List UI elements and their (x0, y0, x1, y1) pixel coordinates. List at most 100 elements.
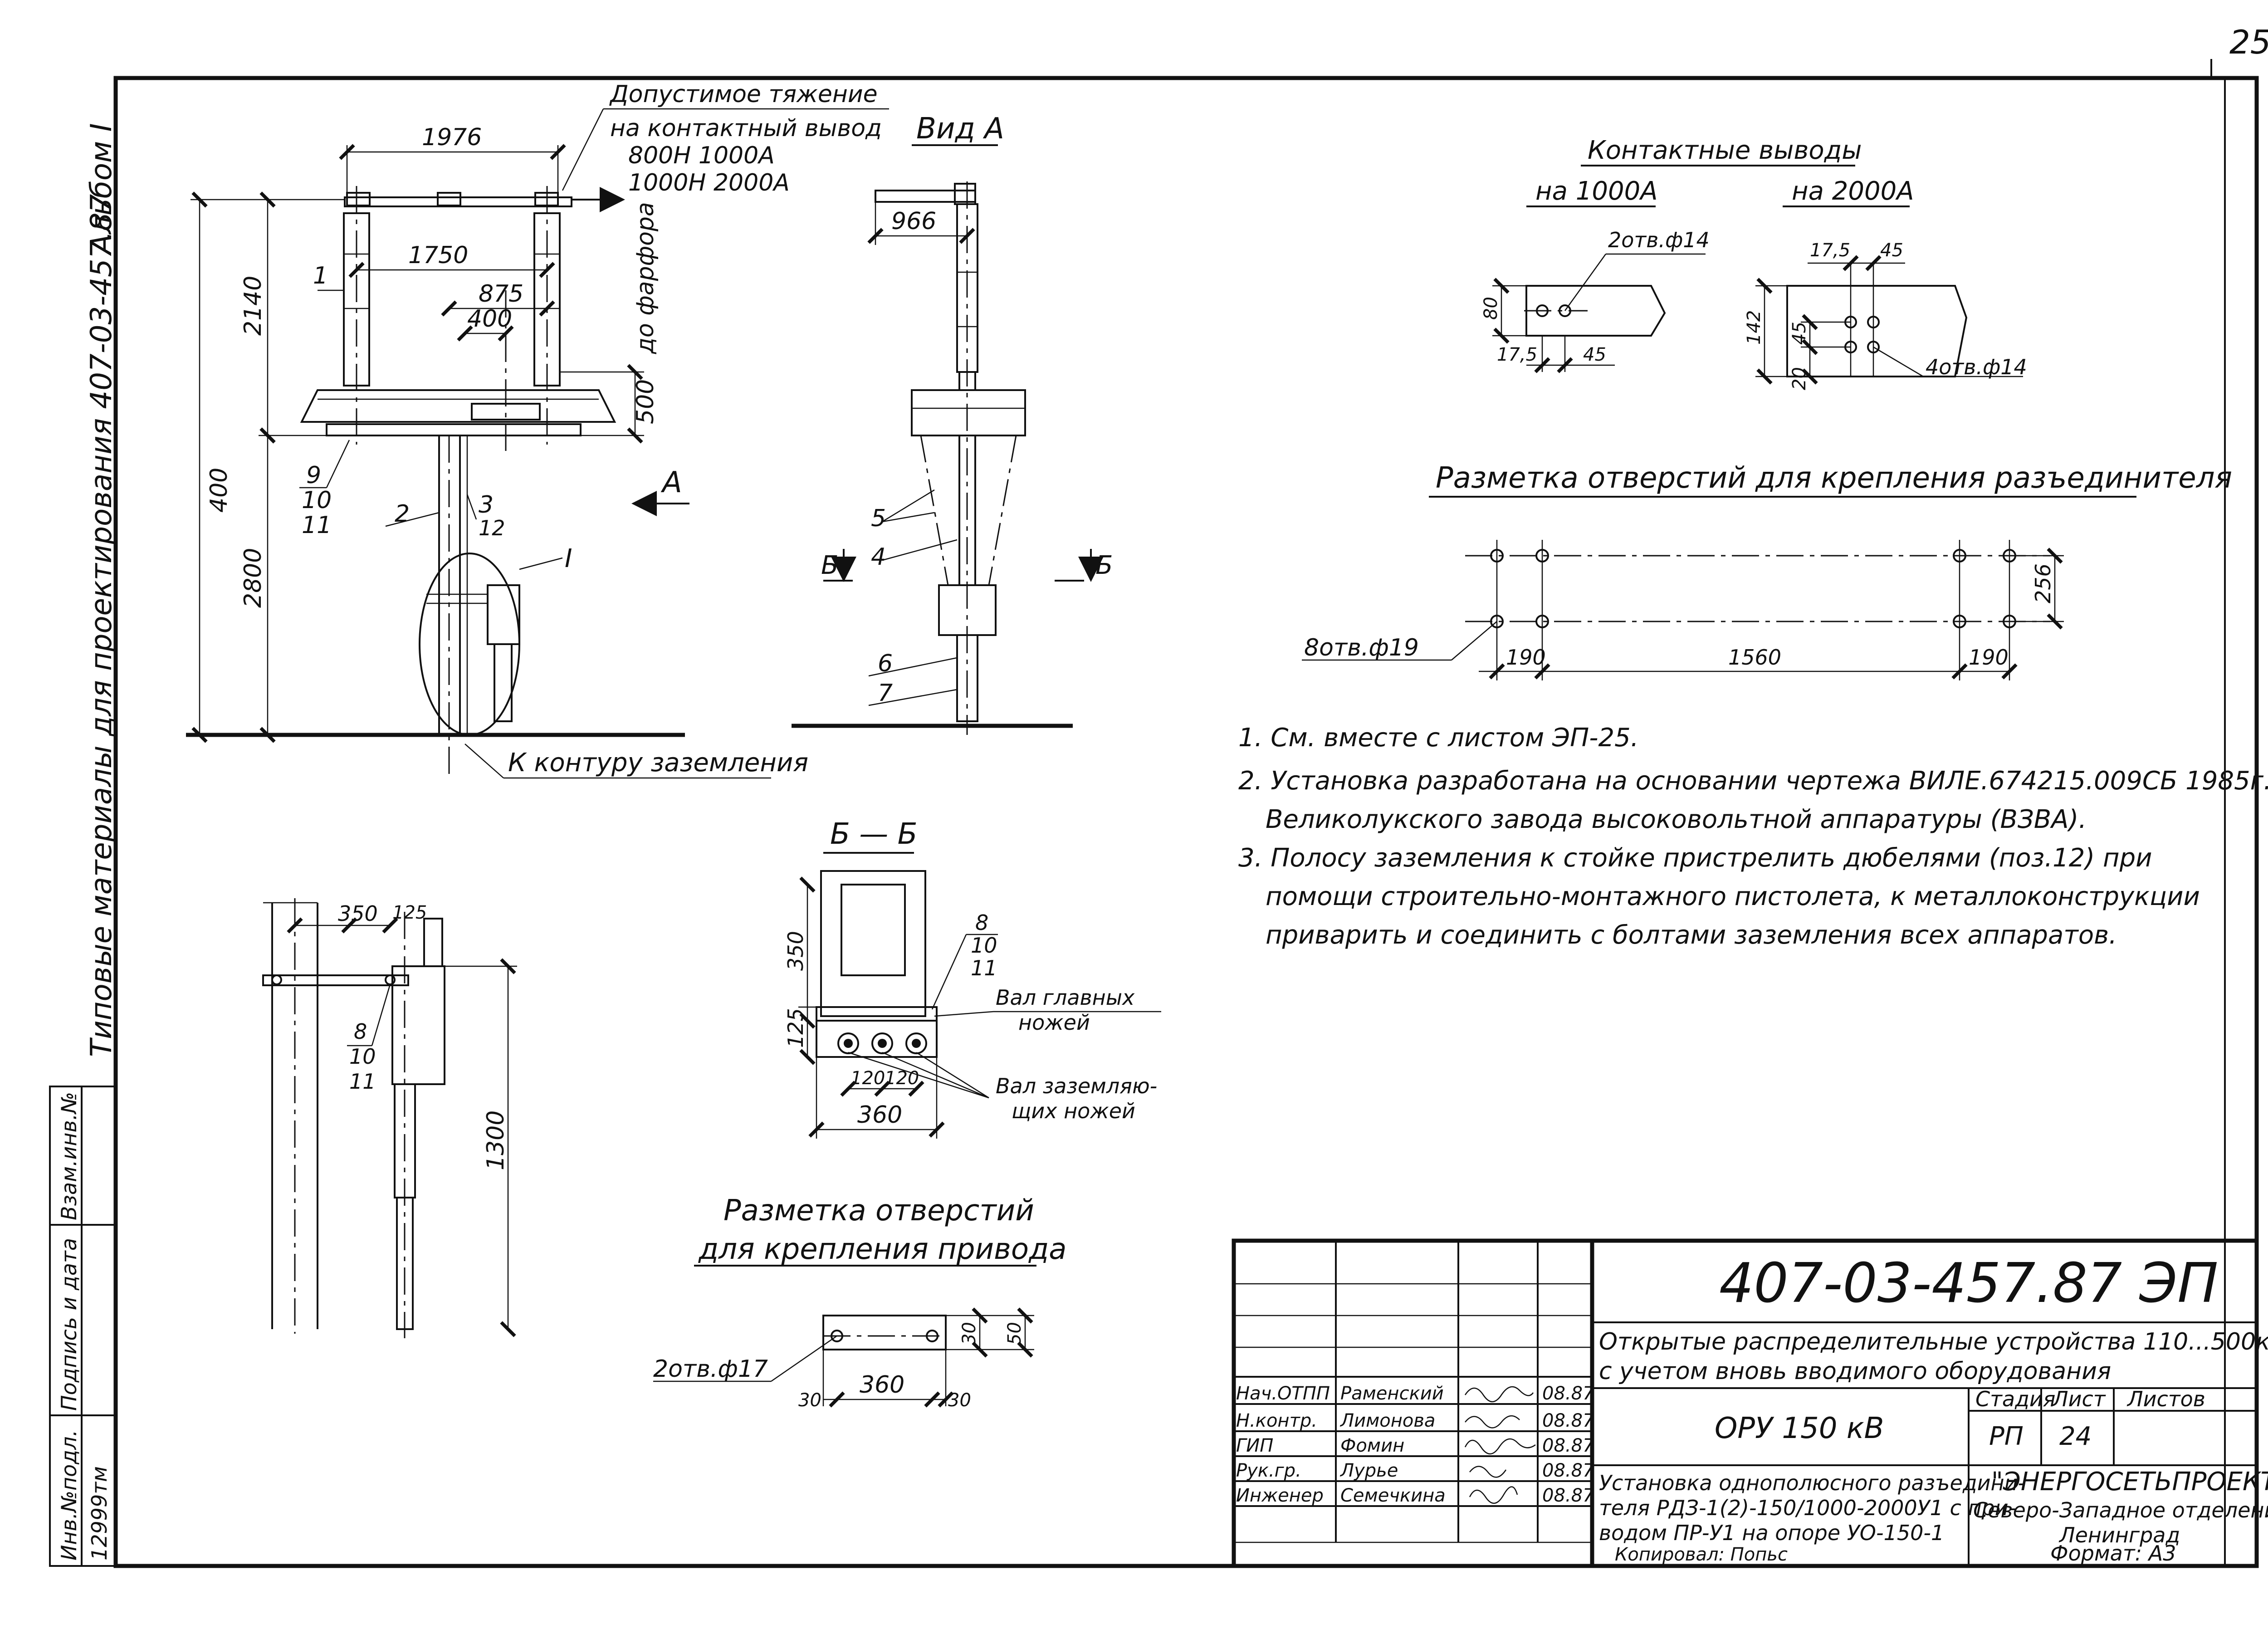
c2000-dim-17-5: 17,5 (1810, 240, 1850, 261)
pos-3: 3 (479, 491, 494, 519)
disc-dim-190a: 190 (1506, 645, 1546, 670)
disc-dim-190b: 190 (1969, 645, 2009, 670)
view-a-title: Вид А (916, 112, 1004, 146)
notes: 1. См. вместе с листом ЭП-25. 2. Установ… (1238, 723, 2268, 950)
detail-pos-11: 11 (349, 1069, 376, 1094)
tb-name-0: Раменский (1340, 1383, 1444, 1404)
main-shaft-2: ножей (1018, 1010, 1090, 1035)
series-label: Типовые материалы для проектирования 407… (85, 194, 118, 1057)
detail-dim-350: 350 (338, 901, 378, 926)
drive-dim-30c: 30 (959, 1322, 980, 1345)
contacts-note-2000: 4отв.ф14 (1926, 355, 2027, 379)
tb-project-title-1: Открытые распределительные устройства 11… (1599, 1328, 2268, 1355)
tb-sheet: 24 (2059, 1422, 2092, 1451)
tb-date-3: 08.87 (1542, 1460, 1594, 1481)
section-bb: Б — Б 350 125 120 120 360 8 10 11 Вал гл… (783, 817, 1161, 1139)
disconnector-holes-title: Разметка отверстий для крепления разъеди… (1436, 461, 2232, 495)
drive-dim-30b: 30 (948, 1390, 971, 1411)
dim-875: 875 (479, 280, 523, 308)
dim-4940: 400 (205, 468, 233, 513)
tb-org-2: Северо-Западное отделение (1973, 1498, 2268, 1522)
vzam-inv-label: Взам.инв.№ (57, 1092, 81, 1220)
sheet-number: 25 (2229, 23, 2268, 61)
side-stamp: Альбом I Типовые материалы для проектиро… (49, 123, 118, 1567)
view-a-pos-5: 5 (871, 505, 886, 532)
tb-name-2: Фомин (1340, 1435, 1404, 1456)
earth-shaft-2: щих ножей (1012, 1099, 1135, 1123)
tb-date-0: 08.87 (1542, 1383, 1594, 1404)
drive-hole-note: 2отв.ф17 (653, 1355, 768, 1383)
bb-dim-360: 360 (857, 1101, 902, 1129)
pos-9: 9 (306, 462, 321, 489)
view-a-dim-966: 966 (891, 208, 936, 235)
to-porcelain-label: до фарфора (632, 202, 659, 354)
pos-12: 12 (479, 516, 505, 540)
dim-500: 500 (632, 379, 659, 424)
callout-I: I (565, 544, 572, 573)
note-3-cont-2: приварить и соединить с болтами заземлен… (1266, 920, 2117, 950)
tension-note-4: 1000Н 2000А (628, 169, 790, 196)
tb-drawing-title-3: водом ПР-У1 на опоре УО-150-1 (1599, 1521, 1944, 1545)
note-2-cont: Великолукского завода высоковольтной апп… (1266, 805, 2087, 834)
tb-role-0: Нач.ОТПП (1236, 1383, 1330, 1404)
tb-object: ОРУ 150 кВ (1715, 1412, 1884, 1445)
contacts-sub-1000: на 1000А (1535, 176, 1658, 206)
dim-1750: 1750 (408, 242, 468, 269)
tb-role-2: ГИП (1236, 1435, 1273, 1456)
drive-holes: Разметка отверстий для крепления привода… (653, 1194, 1066, 1411)
inv-podl-value: 12999тм (87, 1466, 112, 1561)
tb-drawing-title-2: теля РДЗ-1(2)-150/1000-2000У1 с при- (1599, 1496, 2016, 1520)
tb-code: 407-03-457.87 ЭП (1719, 1252, 2218, 1315)
tb-name-4: Семечкина (1340, 1485, 1446, 1506)
view-a-section-mark-right: Б (1095, 551, 1113, 580)
contacts-title: Контактные выводы (1588, 136, 1862, 165)
tension-note-3: 800Н 1000А (628, 142, 775, 169)
bb-pos-8: 8 (975, 910, 988, 935)
c1000-dim-45: 45 (1583, 344, 1606, 365)
note-2: 2. Установка разработана на основании че… (1238, 766, 2268, 796)
section-bb-title: Б — Б (830, 817, 918, 851)
tb-format: Формат: А3 (2050, 1541, 2176, 1565)
view-a: Вид А 966 5 4 6 7 Б Б (792, 112, 1113, 735)
earth-shaft-1: Вал заземляю- (996, 1074, 1157, 1098)
detail-dim-1300: 1300 (482, 1110, 509, 1170)
tb-role-4: Инженер (1236, 1485, 1324, 1506)
disc-hole-note: 8отв.ф19 (1304, 634, 1419, 661)
tb-sheet-label: Лист (2052, 1387, 2106, 1411)
sheet-frame (113, 59, 2259, 1568)
pos-10: 10 (302, 487, 332, 514)
detail-dim-125: 125 (392, 902, 427, 923)
view-a-arrow-label: А (660, 466, 682, 499)
c2000-dim-45-top: 45 (1880, 240, 1903, 261)
bb-dim-120b: 120 (885, 1068, 919, 1089)
title-block: 407-03-457.87 ЭП Открытые распределитель… (1232, 1238, 2268, 1568)
pos-11: 11 (302, 512, 332, 539)
detail-pos-8: 8 (354, 1019, 367, 1044)
drive-holes-title-1: Разметка отверстий (723, 1194, 1034, 1228)
ground-note: К контуру заземления (508, 748, 808, 778)
tb-org-1: "ЭНЕРГОСЕТЬПРОЕКТ" (1991, 1467, 2268, 1497)
note-1: 1. См. вместе с листом ЭП-25. (1238, 723, 1639, 753)
c1000-dim-17-5: 17,5 (1497, 344, 1537, 365)
bb-dim-120a: 120 (850, 1068, 885, 1089)
bb-pos-11: 11 (971, 956, 997, 980)
drive-dim-360: 360 (860, 1371, 904, 1399)
podpis-data-label: Подпись и дата (57, 1238, 81, 1411)
tb-name-3: Лурье (1339, 1460, 1398, 1481)
tb-copied: Копировал: Попьс (1615, 1544, 1788, 1565)
c2000-dim-20: 20 (1789, 367, 1810, 390)
view-a-pos-4: 4 (871, 543, 886, 571)
drive-holes-title-2: для крепления привода (698, 1233, 1066, 1266)
tension-note-2: на контактный вывод (610, 115, 882, 142)
detail-pos-10: 10 (349, 1044, 376, 1069)
contact-terminals: Контактные выводы на 1000А на 2000А 2отв… (1481, 136, 2027, 390)
dim-2800: 2800 (240, 548, 267, 608)
c2000-dim-142: 142 (1744, 310, 1765, 345)
bb-pos-10: 10 (971, 933, 997, 958)
view-a-section-mark-left: Б (821, 551, 838, 580)
tension-note-1: Допустимое тяжение (609, 81, 878, 108)
tb-name-1: Лимонова (1339, 1410, 1435, 1431)
tb-sheets-label: Листов (2126, 1387, 2205, 1411)
tb-org-3: Ленинград (2058, 1523, 2180, 1547)
